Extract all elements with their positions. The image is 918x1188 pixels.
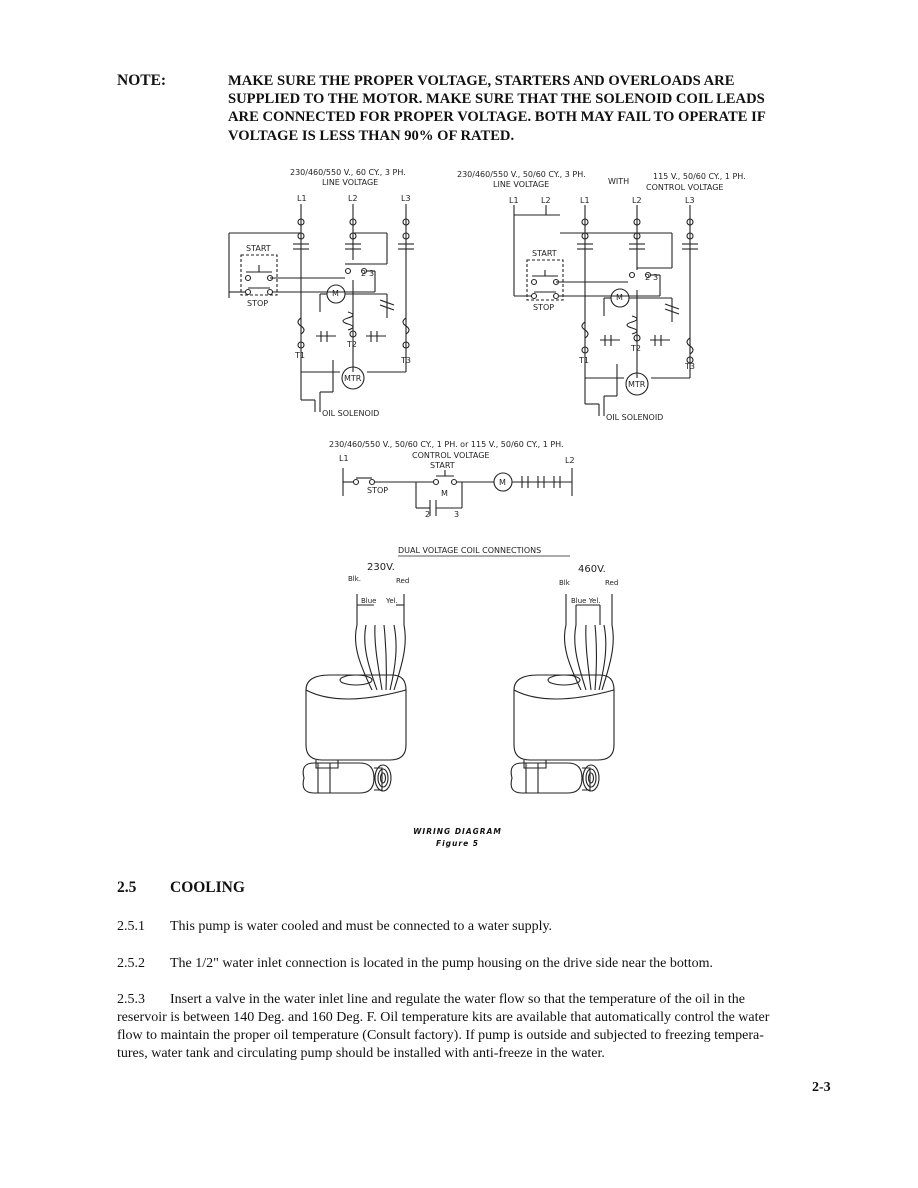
section-number: 2.5: [117, 879, 137, 896]
paragraph-number: 2.5.2: [117, 956, 145, 971]
control-subtitle: CONTROL VOLTAGE: [412, 451, 490, 460]
left-diagram-title: 230/460/550 V., 60 CY., 3 PH.: [290, 168, 406, 177]
label-3: 3: [369, 269, 375, 278]
label-mtr: MTR: [628, 380, 646, 389]
label-stop: STOP: [247, 299, 269, 308]
right-diagram-title: 230/460/550 V., 50/60 CY., 3 PH.: [457, 170, 586, 179]
caption-figure: Figure 5: [435, 839, 480, 848]
label-t3: T3: [401, 356, 411, 365]
label-start: START: [430, 461, 455, 470]
dual-voltage-title: DUAL VOLTAGE COIL CONNECTIONS: [398, 546, 542, 555]
note-text: MAKE SURE THE PROPER VOLTAGE, STARTERS A…: [228, 72, 828, 145]
label-2: 2: [361, 269, 367, 278]
wire-blue: Blue: [361, 597, 377, 605]
paragraph: 2.5.2 The 1/2" water inlet connection is…: [117, 955, 837, 973]
paragraph-text: The 1/2" water inlet connection is locat…: [170, 956, 714, 971]
label-m: M: [441, 489, 448, 498]
paragraph-line: tures, water tank and circulating pump s…: [117, 1046, 605, 1061]
control-circuit: [342, 468, 573, 516]
figure-caption: WIRING DIAGRAM Figure 5: [410, 826, 505, 850]
note-line: ARE CONNECTED FOR PROPER VOLTAGE. BOTH M…: [228, 109, 766, 126]
right-with: WITH: [608, 177, 630, 186]
label-l3: L3: [685, 196, 695, 205]
label-mtr: MTR: [344, 374, 362, 383]
label-l2: L2: [348, 194, 358, 203]
right-control-title: 115 V., 50/60 CY., 1 PH.: [653, 172, 746, 181]
label-l3: L3: [401, 194, 411, 203]
paragraph-line: Insert a valve in the water inlet line a…: [170, 992, 745, 1007]
label-3: 3: [454, 510, 460, 519]
label-2: 2: [645, 273, 651, 282]
label-t1: T1: [579, 356, 589, 365]
voltage-460: 460V.: [578, 564, 606, 575]
voltage-230: 230V.: [367, 562, 395, 573]
label-stop: STOP: [367, 486, 389, 495]
right-schematic: [513, 205, 698, 416]
right-control-subtitle: CONTROL VOLTAGE: [646, 183, 724, 192]
label-m: M: [332, 289, 339, 298]
label-l1: L1: [339, 454, 349, 463]
left-diagram-subtitle: LINE VOLTAGE: [322, 178, 379, 187]
note-label: NOTE:: [117, 72, 167, 89]
label-l2: L2: [632, 196, 642, 205]
label-stop: STOP: [533, 303, 555, 312]
label-l2: L2: [541, 196, 551, 205]
right-diagram-subtitle: LINE VOLTAGE: [493, 180, 550, 189]
paragraph-text: This pump is water cooled and must be co…: [170, 919, 553, 934]
left-solenoid-valve: [302, 594, 407, 794]
label-t3: T3: [685, 362, 695, 371]
paragraph-number: 2.5.3: [117, 992, 145, 1007]
note-line: MAKE SURE THE PROPER VOLTAGE, STARTERS A…: [228, 73, 735, 89]
label-3: 3: [653, 273, 659, 282]
paragraph: 2.5.3 Insert a valve in the water inlet …: [117, 991, 837, 1063]
label-oil-solenoid: OIL SOLENOID: [322, 409, 380, 418]
paragraph-line: flow to maintain the proper oil temperat…: [117, 1028, 764, 1043]
label-l1: L1: [509, 196, 519, 205]
section-title: COOLING: [170, 879, 245, 896]
caption-title: WIRING DIAGRAM: [413, 827, 502, 836]
wire-yel: Yel.: [386, 597, 398, 605]
label-start: START: [532, 249, 557, 258]
label-m-coil: M: [499, 478, 506, 487]
wire-blk: Blk.: [348, 575, 362, 583]
label-m: M: [616, 293, 623, 302]
left-schematic: [228, 204, 414, 412]
wire-red: Red: [396, 577, 410, 585]
wire-blk: Blk: [559, 579, 570, 587]
page-number: 2-3: [812, 1080, 831, 1095]
label-2: 2: [425, 510, 431, 519]
label-oil-solenoid: OIL SOLENOID: [606, 413, 664, 422]
wire-red: Red: [605, 579, 619, 587]
label-l1: L1: [580, 196, 590, 205]
paragraph: 2.5.1 This pump is water cooled and must…: [117, 918, 837, 936]
paragraph-number: 2.5.1: [117, 919, 145, 934]
control-title: 230/460/550 V., 50/60 CY., 1 PH. or 115 …: [329, 440, 564, 449]
right-solenoid-valve: [510, 594, 615, 794]
label-start: START: [246, 244, 271, 253]
label-t2: T2: [347, 340, 357, 349]
paragraph-line: reservoir is between 140 Deg. and 160 De…: [117, 1010, 770, 1025]
note-line: SUPPLIED TO THE MOTOR. MAKE SURE THAT TH…: [228, 91, 765, 108]
note-line: VOLTAGE IS LESS THAN 90% OF RATED.: [228, 127, 515, 144]
label-t2: T2: [631, 344, 641, 353]
label-l2: L2: [565, 456, 575, 465]
wire-blue-yel: Blue Yel.: [571, 597, 601, 605]
label-t1: T1: [295, 351, 305, 360]
label-l1: L1: [297, 194, 307, 203]
